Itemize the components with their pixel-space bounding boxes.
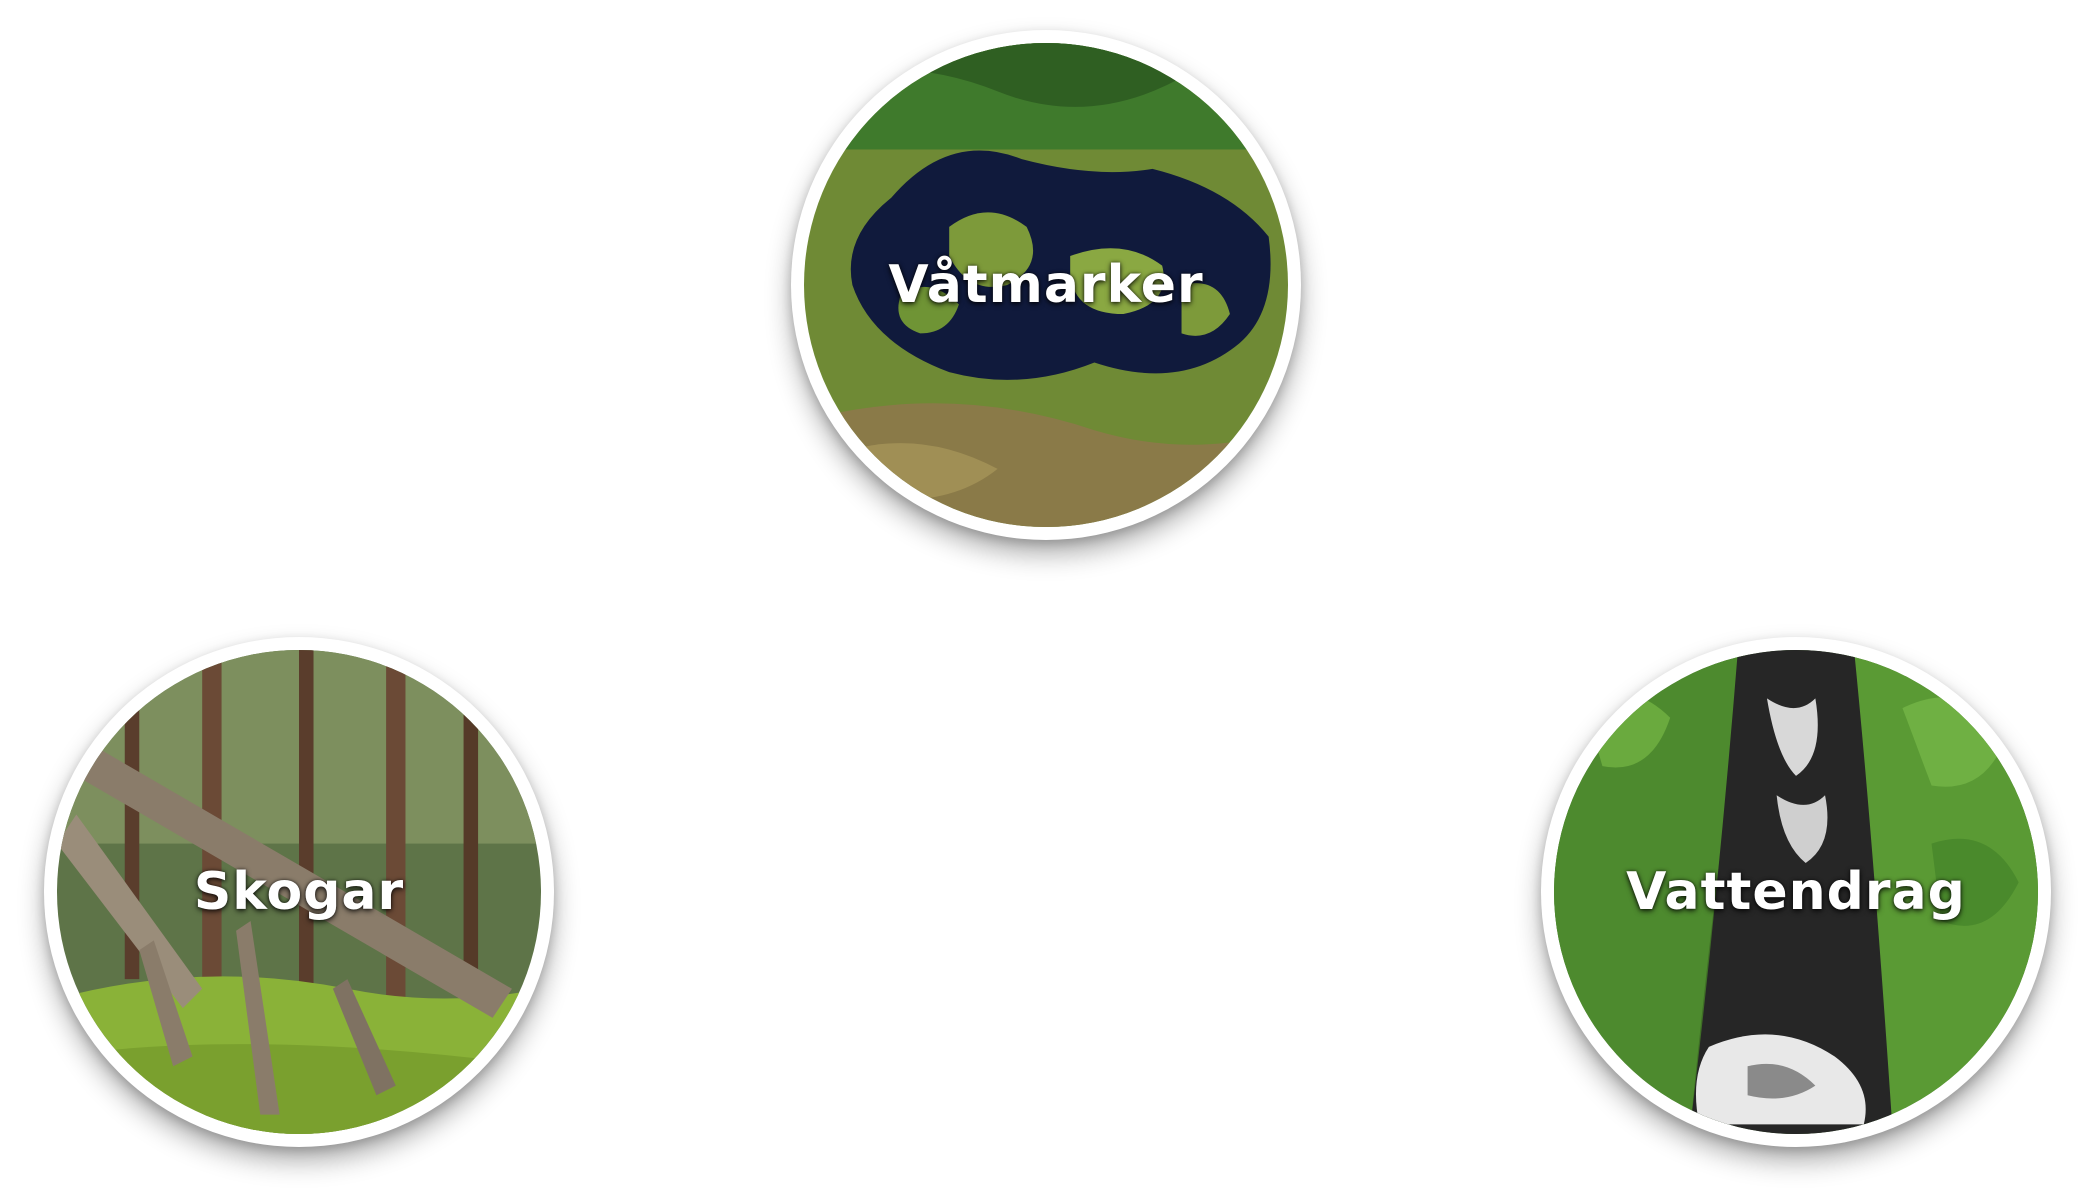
habitat-link-watercourses[interactable]: Vattendrag	[1541, 637, 2051, 1147]
wetlands-image	[804, 43, 1288, 527]
habitat-link-wetlands[interactable]: Våtmarker	[791, 30, 1301, 540]
forests-image	[57, 650, 541, 1134]
habitat-link-forests[interactable]: Skogar	[44, 637, 554, 1147]
watercourses-image	[1554, 650, 2038, 1134]
